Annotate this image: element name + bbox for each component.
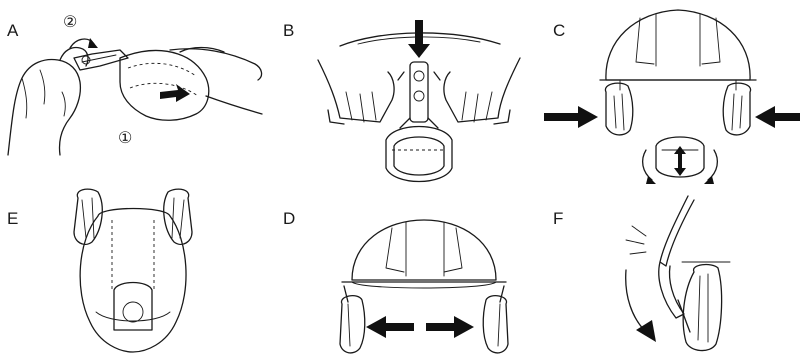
- earmuff-f: [683, 265, 721, 351]
- click-indicator: [626, 226, 646, 254]
- panel-d-label: D: [283, 209, 295, 228]
- up-down-arrow-icon: [674, 146, 686, 176]
- panel-f: F: [553, 196, 730, 351]
- helmet-illustration-d: [342, 220, 506, 288]
- left-earmuff-d: [340, 296, 365, 353]
- pull-left-arrow-icon: [366, 316, 414, 338]
- left-earmuff: [605, 83, 632, 135]
- panel-c-label: C: [553, 21, 565, 40]
- panel-a-label: A: [7, 21, 19, 40]
- helmet-top-view: [80, 209, 186, 353]
- panel-b: B: [283, 20, 520, 182]
- push-right-arrow-icon: [544, 106, 598, 128]
- pull-right-arrow-icon: [426, 316, 474, 338]
- push-arrow-icon: [160, 84, 190, 102]
- earcup-illustration: [386, 118, 452, 182]
- swing-arrow-path: [626, 270, 646, 332]
- panel-c: C: [544, 10, 800, 184]
- panel-e: E: [7, 189, 192, 352]
- push-left-arrow-icon: [755, 106, 800, 128]
- helmet-illustration: [600, 10, 756, 90]
- panel-d: D: [283, 209, 508, 353]
- right-earmuff: [723, 83, 750, 135]
- helmet-side-view: [659, 196, 730, 318]
- step-2-marker: ②: [63, 14, 77, 31]
- headband-clip: [398, 62, 440, 122]
- right-hand-illustration: [120, 48, 262, 121]
- panel-a: A ② ①: [7, 14, 262, 155]
- left-hand-illustration: [8, 48, 88, 156]
- panel-b-label: B: [283, 21, 294, 40]
- press-down-arrow-icon: [408, 20, 430, 58]
- panel-f-label: F: [553, 209, 563, 228]
- folded-earmuffs: [74, 189, 192, 244]
- step-1-marker: ①: [118, 130, 132, 147]
- right-earmuff-d: [483, 296, 508, 353]
- panel-e-label: E: [7, 209, 18, 228]
